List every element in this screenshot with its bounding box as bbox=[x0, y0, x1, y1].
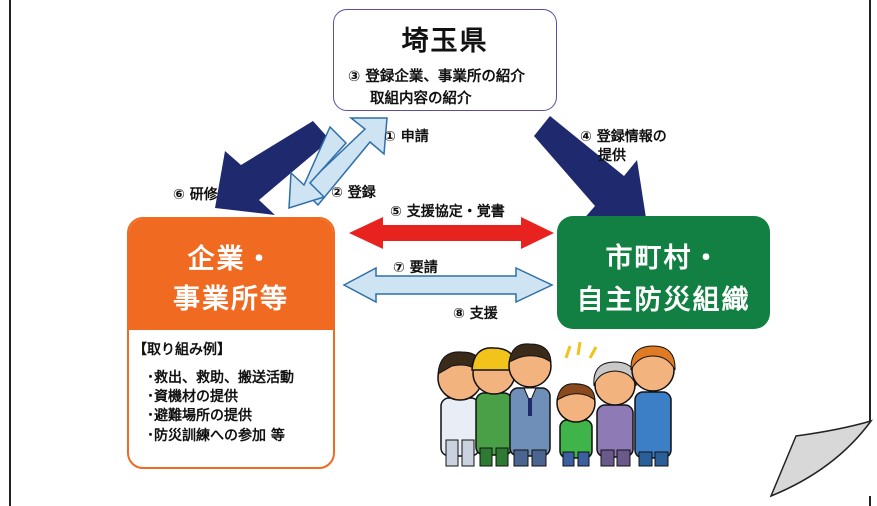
prefecture-name: 埼玉県 bbox=[401, 26, 489, 57]
info-provision-arrow bbox=[534, 116, 646, 222]
business-box: 企業・ 事業所等 【取り組み例】 ･救出、救助、搬送活動 ･資機材の提供 ･避難… bbox=[127, 217, 335, 469]
training-arrow bbox=[215, 121, 330, 215]
agreement-arrow bbox=[349, 217, 554, 249]
prefecture-role-line2: 取組内容の紹介 bbox=[370, 91, 472, 107]
support-label: ⑧ 支援 bbox=[453, 306, 498, 322]
business-title-line1: 企業・ bbox=[187, 244, 275, 275]
business-header: 企業・ 事業所等 bbox=[129, 219, 333, 330]
municipality-title-line1: 市町村・ bbox=[605, 243, 722, 274]
register-label: ② 登録 bbox=[331, 185, 376, 201]
info-provision-label-line2: 提供 bbox=[598, 148, 626, 164]
apply-arrow bbox=[300, 117, 388, 207]
examples-title: 【取り組み例】 bbox=[133, 342, 231, 358]
register-arrow bbox=[288, 125, 348, 210]
training-label: ⑥ 研修 bbox=[173, 187, 218, 203]
info-provision-label-line1: ④ 登録情報の bbox=[580, 129, 667, 145]
right-border bbox=[869, 0, 871, 506]
example-item: ･資機材の提供 bbox=[147, 389, 238, 405]
example-item: ･救出、救助、搬送活動 bbox=[147, 370, 294, 386]
request-label: ⑦ 要請 bbox=[393, 260, 438, 276]
request-arrow bbox=[342, 266, 554, 304]
agreement-label: ⑤ 支援協定・覚書 bbox=[390, 204, 505, 220]
saitama-prefecture-box: 埼玉県 ③ 登録企業、事業所の紹介 取組内容の紹介 bbox=[333, 9, 557, 111]
left-border bbox=[9, 0, 11, 506]
example-item: ･防災訓練への参加 等 bbox=[147, 428, 285, 444]
business-title-line2: 事業所等 bbox=[173, 284, 289, 315]
prefecture-role-line1: ③ 登録企業、事業所の紹介 bbox=[348, 69, 525, 85]
example-item: ･避難場所の提供 bbox=[147, 408, 252, 424]
municipality-box: 市町村・ 自主防災組織 bbox=[557, 216, 770, 329]
apply-label: ① 申請 bbox=[384, 129, 429, 145]
municipality-title-line2: 自主防災組織 bbox=[576, 285, 751, 316]
